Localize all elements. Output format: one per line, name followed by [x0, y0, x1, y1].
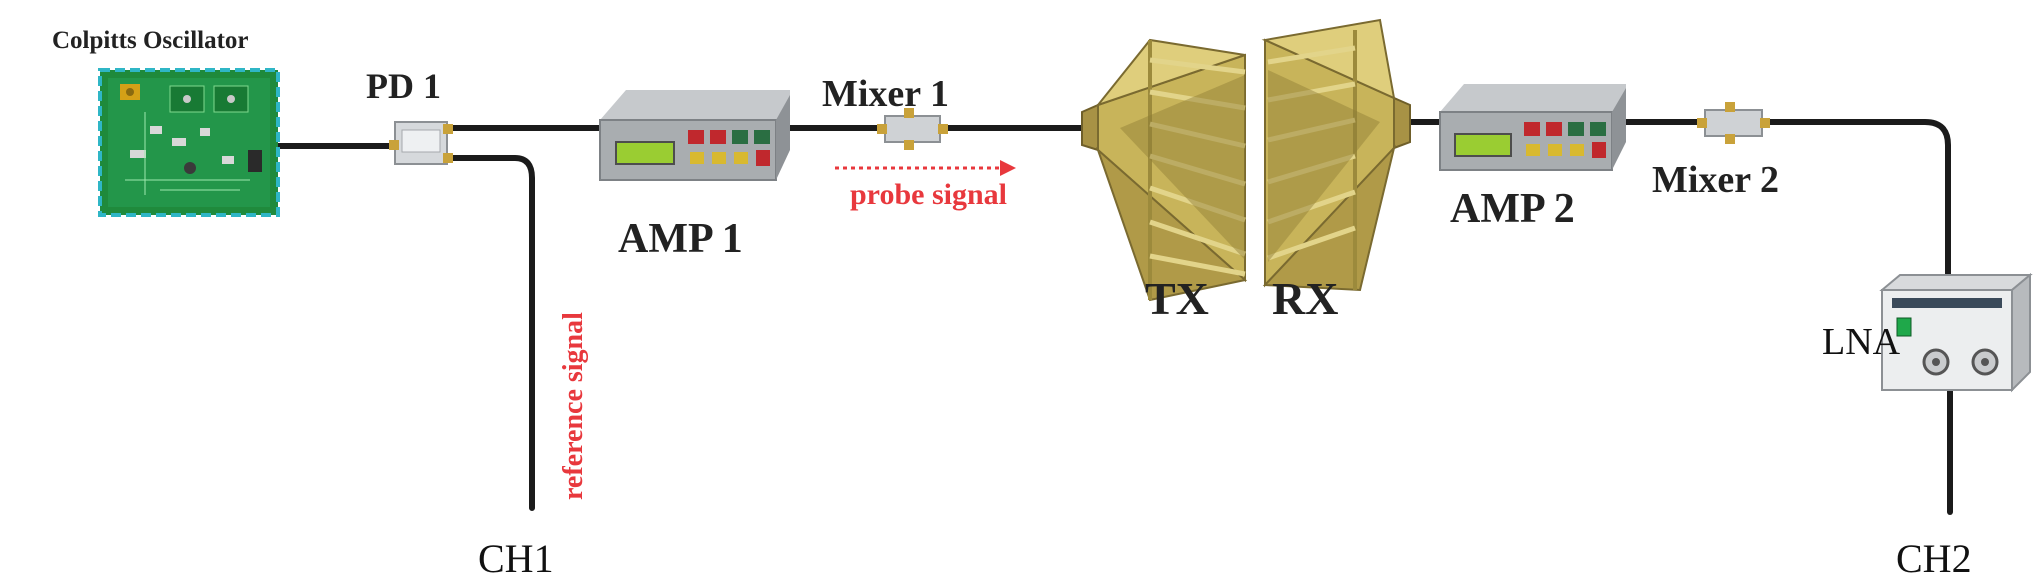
- label-probe-signal: probe signal: [850, 178, 1007, 211]
- label-amp2: AMP 2: [1450, 186, 1575, 232]
- labels: Colpitts Oscillator PD 1 AMP 1 Mixer 1 p…: [52, 27, 1972, 580]
- probe-signal-arrow: [835, 160, 1016, 176]
- label-amp1: AMP 1: [618, 216, 743, 262]
- cable-reference-ch1: [442, 155, 535, 511]
- amp2-amplifier: [1439, 84, 1626, 171]
- label-mixer1: Mixer 1: [822, 73, 949, 115]
- label-lna: LNA: [1822, 321, 1901, 363]
- colpitts-oscillator-board: [98, 68, 280, 217]
- label-reference-signal: reference signal: [558, 312, 589, 500]
- tx-horn-antenna: [1081, 38, 1248, 302]
- pd1-power-divider: [389, 121, 453, 165]
- label-ch2: CH2: [1896, 536, 1972, 580]
- mixer1-device: [877, 108, 948, 150]
- label-rx: RX: [1272, 273, 1338, 324]
- label-ch1: CH1: [478, 536, 554, 580]
- label-mixer2: Mixer 2: [1652, 159, 1779, 201]
- mixer2-device: [1697, 102, 1770, 144]
- cable-mixer2-lna: [1759, 119, 1951, 281]
- lna-device: [1879, 272, 2033, 393]
- label-tx: TX: [1145, 273, 1209, 324]
- rx-horn-antenna: [1261, 18, 1411, 292]
- cables: [275, 119, 1953, 515]
- label-pd1: PD 1: [366, 66, 441, 106]
- amp1-amplifier: [599, 90, 790, 181]
- label-colpitts-oscillator: Colpitts Oscillator: [52, 27, 249, 54]
